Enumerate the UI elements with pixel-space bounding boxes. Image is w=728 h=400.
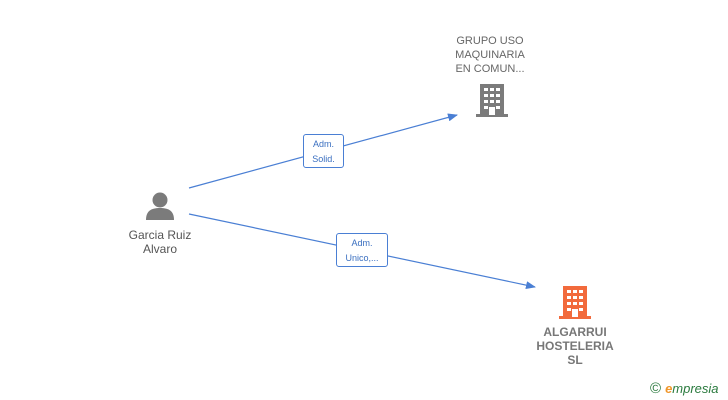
company-top-label-line-1: GRUPO USO [456,35,524,47]
edge-label-main-line-2: Unico,... [345,253,379,263]
building-icon[interactable] [559,286,591,319]
company-top-label[interactable]: GRUPO USO MAQUINARIA EN COMUN... [440,34,540,76]
building-icon[interactable] [476,84,508,117]
edge-label-top-line-1: Adm. [312,139,334,149]
edge-label-main-line-1: Adm. [351,238,373,248]
company-main-label-line-2: HOSTELERIA [536,339,614,353]
edge-label-top-line-2: Solid. [312,154,335,164]
company-main-label[interactable]: ALGARRUI HOSTELERIA SL [520,325,630,367]
person-label-line-2: Alvaro [142,242,177,256]
brand-logo-e: e [665,381,673,396]
brand-name: mpresia [672,381,719,396]
copyright-symbol: © [650,380,662,397]
company-top-label-line-3: EN COMUN... [455,63,525,75]
edge-label-top[interactable]: Adm. Solid. [303,134,344,168]
company-top-label-line-2: MAQUINARIA [455,49,525,61]
edge-label-main[interactable]: Adm. Unico,... [336,233,388,267]
footer-brand[interactable]: ©empresia [650,380,719,397]
person-label-line-1: Garcia Ruiz [128,228,192,242]
company-main-label-line-3: SL [567,353,583,367]
person-icon[interactable] [146,192,174,221]
person-label[interactable]: Garcia Ruiz Alvaro [110,228,210,256]
company-main-label-line-1: ALGARRUI [543,325,607,339]
